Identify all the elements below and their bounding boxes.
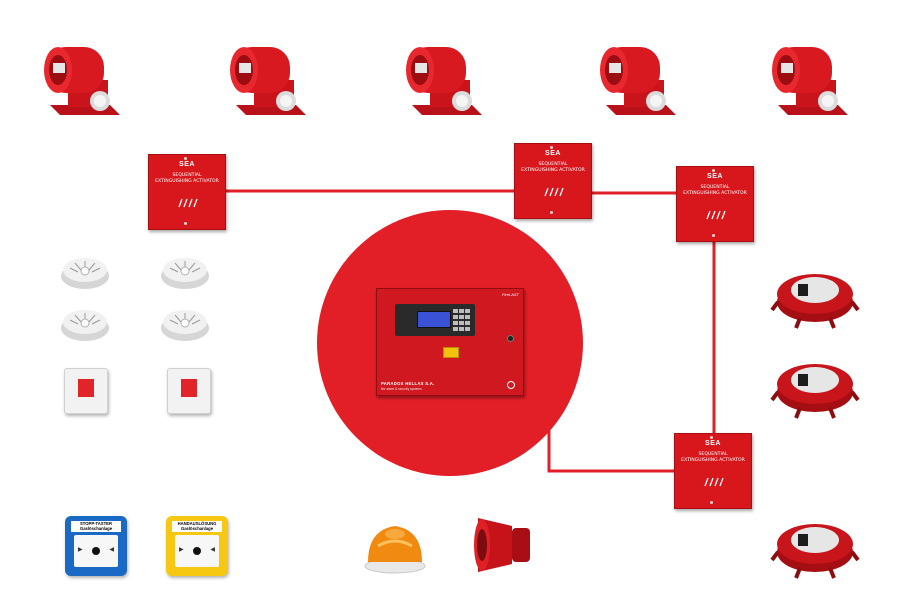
actuator-label-line1: SEQUENTIAL	[698, 452, 728, 457]
certification-mark-icon	[507, 381, 515, 389]
actuator-label-line2: EXTINGUISHING ACTIVATOR	[683, 190, 747, 196]
sequential-actuator-3: SEA SEQUENTIAL EXTINGUISHING ACTIVATOR	[676, 166, 754, 242]
call-point-button	[78, 379, 94, 397]
panel-lcd-display	[417, 311, 451, 328]
panel-tagline: fire alarm & security systems	[381, 387, 422, 391]
arrow-right-icon: ▶	[179, 547, 184, 553]
aerosol-generator-3	[770, 524, 860, 579]
actuator-logo: SEA	[179, 161, 195, 168]
smoke-detector-4	[161, 310, 209, 341]
vent-icon	[544, 187, 564, 197]
actuator-label-line2: EXTINGUISHING ACTIVATOR	[521, 167, 585, 173]
vent-icon	[704, 477, 724, 487]
actuator-logo: SEA	[707, 173, 723, 180]
actuator-logo: SEA	[705, 440, 721, 447]
panel-brand: PARADOX HELLAS S.A.	[381, 381, 435, 386]
fire-control-panel: FireLAST PARADOX HELLAS S.A. fire alarm …	[376, 288, 524, 396]
screw-icon	[550, 146, 553, 149]
extinguishing-generator-2	[230, 47, 306, 115]
release-button-label-line1: HANDAUSLÖSUNG	[177, 521, 217, 526]
button-window: ▶ ◀	[74, 535, 118, 567]
actuator-label-line2: EXTINGUISHING ACTIVATOR	[155, 178, 219, 184]
call-point-1	[64, 368, 108, 414]
screw-icon	[712, 169, 715, 172]
actuator-logo: SEA	[545, 150, 561, 157]
actuator-label-line1: SEQUENTIAL	[700, 185, 730, 190]
actuator-label-line1: SEQUENTIAL	[538, 162, 568, 167]
keyhole-icon	[507, 335, 514, 342]
sequential-actuator-4: SEA SEQUENTIAL EXTINGUISHING ACTIVATOR	[674, 433, 752, 509]
aerosol-generator-1	[770, 274, 860, 329]
actuator-label: SEQUENTIAL EXTINGUISHING ACTIVATOR	[677, 185, 753, 196]
aerosol-generator-2	[770, 364, 860, 419]
stop-button-label: STOPP-TASTER Gaslöschanlage	[71, 521, 121, 532]
smoke-detector-3	[61, 310, 109, 341]
arrow-right-icon: ▶	[78, 547, 83, 553]
actuator-label-line1: SEQUENTIAL	[172, 173, 202, 178]
actuator-label-line2: EXTINGUISHING ACTIVATOR	[681, 457, 745, 463]
screw-icon	[550, 211, 553, 214]
button-window: ▶ ◀	[175, 535, 219, 567]
smoke-detector-1	[61, 258, 109, 289]
actuator-label: SEQUENTIAL EXTINGUISHING ACTIVATOR	[675, 452, 751, 463]
stop-button-label-line2: Gaslöschanlage	[79, 526, 113, 531]
amber-beacon	[364, 526, 426, 574]
screw-icon	[712, 234, 715, 237]
wire-panel-actuator4	[547, 423, 674, 473]
arrow-left-icon: ◀	[109, 547, 114, 553]
sequential-actuator-1: SEA SEQUENTIAL EXTINGUISHING ACTIVATOR	[148, 154, 226, 230]
stop-button-blue: STOPP-TASTER Gaslöschanlage ▶ ◀	[65, 516, 127, 576]
sounder	[474, 518, 530, 572]
vent-icon	[178, 198, 198, 208]
screw-icon	[184, 157, 187, 160]
arrow-left-icon: ◀	[210, 547, 215, 553]
sequential-actuator-2: SEA SEQUENTIAL EXTINGUISHING ACTIVATOR	[514, 143, 592, 219]
extinguishing-generator-1	[44, 47, 120, 115]
stop-button-label-line1: STOPP-TASTER	[80, 521, 112, 526]
screw-icon	[710, 501, 713, 504]
press-point-icon	[193, 547, 201, 555]
extinguishing-generator-4	[600, 47, 676, 115]
screw-icon	[710, 436, 713, 439]
screw-icon	[184, 222, 187, 225]
panel-model-label: FireLAST	[502, 292, 519, 297]
keypad-icon	[453, 309, 470, 331]
release-button-label: HANDAUSLÖSUNG Gaslöschanlage	[172, 521, 222, 532]
vent-icon	[706, 210, 726, 220]
press-point-icon	[92, 547, 100, 555]
release-button-yellow: HANDAUSLÖSUNG Gaslöschanlage ▶ ◀	[166, 516, 228, 576]
release-button-label-line2: Gaslöschanlage	[180, 526, 214, 531]
extinguishing-generator-3	[406, 47, 482, 115]
call-point-2	[167, 368, 211, 414]
actuator-label: SEQUENTIAL EXTINGUISHING ACTIVATOR	[515, 162, 591, 173]
extinguishing-generator-5	[772, 47, 848, 115]
smoke-detector-2	[161, 258, 209, 289]
warning-label-icon	[443, 347, 459, 358]
call-point-button	[181, 379, 197, 397]
actuator-label: SEQUENTIAL EXTINGUISHING ACTIVATOR	[149, 173, 225, 184]
